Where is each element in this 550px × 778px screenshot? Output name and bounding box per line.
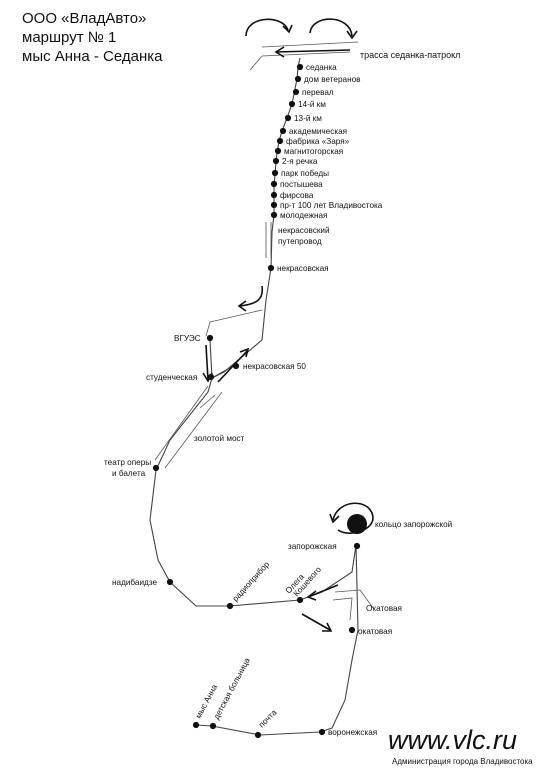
label-magnitogorskaya: магнитогорская (284, 147, 343, 156)
label-overpass-2: путепровод (278, 237, 322, 246)
stop-molodezhnaya (270, 211, 278, 219)
okatovaya-road-1 (334, 589, 374, 609)
label-molodezhnaya: молодежная (280, 211, 327, 220)
stop-okatovaya (348, 626, 356, 634)
stop-pereval (292, 88, 300, 96)
bridge-line-2 (164, 391, 223, 469)
roads (154, 41, 374, 621)
label-zaporozhskaya: запорожская (288, 542, 337, 551)
label-firsova: фирсова (280, 191, 314, 200)
label-akademicheskaya: академическая (289, 127, 347, 136)
loop-arrow-left-head (282, 24, 293, 34)
stop-studencheskaya (207, 373, 215, 381)
route-branch-vgues (209, 339, 213, 379)
label-radiopribor: радиоприбор (231, 560, 272, 604)
olega-arrow (307, 584, 339, 598)
koltso-loop-arrow (332, 502, 374, 534)
stop-nadibaidze (166, 578, 174, 586)
okatovaya-road-2 (332, 597, 353, 621)
highway-direction-head (274, 46, 285, 58)
nekr50-up-head (239, 347, 250, 358)
route-direction: мыс Анна - Седанка (22, 48, 163, 65)
nekrasovskaya-turn-arrow (239, 285, 264, 307)
stop-mys-anna (192, 721, 200, 729)
label-zolotoy-most: золотой мост (194, 434, 245, 443)
bridge-end (199, 394, 216, 409)
label-pochta: почта (257, 708, 279, 730)
label-sedanka: седанка (306, 63, 337, 72)
company-name: ООО «ВладАвто» (22, 10, 147, 27)
watermark-site: www.vlc.ru (388, 725, 517, 755)
label-postysheva: постышева (280, 180, 323, 189)
route-line (149, 57, 359, 736)
stop-pochta (254, 731, 262, 739)
loop-arrow-right-head (346, 30, 358, 40)
stop-radiopribor (226, 602, 234, 610)
vgues-down-arrow (205, 344, 209, 381)
label-teatr-2: и балета (112, 469, 146, 478)
labels: трасса седанка-патрокл седанка дом ветер… (104, 50, 460, 737)
label-13km: 13-й км (294, 114, 322, 123)
stop-sedanka (296, 63, 304, 71)
route-number: маршрут № 1 (22, 29, 117, 46)
watermark-caption: Администрация города Владивостока (392, 757, 533, 766)
highway-line-lower (261, 51, 351, 57)
loop-arrow-left (245, 18, 289, 37)
label-vgues: ВГУЭС (174, 334, 201, 343)
stop-park-pobedy (271, 169, 279, 177)
stop-zaporozhskaya (353, 542, 361, 550)
highway-direction-arrow (275, 49, 351, 53)
label-overpass-1: некрасовский (278, 226, 330, 235)
label-dom-veteranov: дом ветеранов (304, 75, 361, 84)
stop-nekrasovskaya50 (232, 362, 240, 370)
stop-detskaya (209, 722, 217, 730)
label-okatovaya-road: Окатовая (366, 604, 402, 613)
label-fabrika: фабрика «Заря» (286, 137, 350, 146)
stop-rechka2 (272, 157, 280, 165)
stop-dom-veteranov (294, 75, 302, 83)
label-nekrasovskaya: некрасовская (277, 264, 329, 273)
stop-vgues (206, 334, 214, 342)
label-okatovaya: окатовая (358, 627, 392, 636)
stop-fabrika (276, 137, 284, 145)
stop-akademicheskaya (279, 127, 287, 135)
direction-arrows (202, 18, 374, 632)
stop-13km (284, 114, 292, 122)
bridge-line-1 (154, 385, 209, 461)
stop-teatr (152, 464, 160, 472)
stop-nekrasovskaya (267, 264, 275, 272)
label-pereval: перевал (302, 88, 334, 97)
olega-arrow-head (306, 590, 317, 601)
label-rechka2: 2-я речка (282, 157, 318, 166)
label-park-pobedy: парк победы (281, 169, 329, 178)
label-koltso: кольцо запорожской (375, 520, 452, 529)
highway-branch (249, 55, 263, 71)
highway-line-upper (261, 41, 359, 48)
vgues-road-1 (209, 309, 263, 323)
koltso-loop-head (329, 513, 340, 524)
vgues-road-2 (205, 321, 211, 337)
loop-arrow-right (309, 18, 353, 37)
koltso-marker (347, 514, 367, 534)
stop-14km (288, 100, 296, 108)
label-teatr-1: театр оперы (104, 458, 151, 467)
stop-postysheva (270, 180, 278, 188)
label-nekrasovskaya50: некрасовская 50 (243, 362, 306, 371)
stop-voronezhskaya (318, 728, 326, 736)
label-voronezhskaya: воронежская (328, 728, 377, 737)
stop-magnitogorskaya (274, 147, 282, 155)
label-nadibaidze: надибаидзе (112, 578, 157, 587)
okatovaya-arrow (301, 613, 331, 631)
stop-olega (296, 596, 304, 604)
label-pr100: пр-т 100 лет Владивостока (280, 201, 383, 210)
stop-pr100 (270, 201, 278, 209)
label-14km: 14-й км (298, 100, 326, 109)
stop-firsova (270, 191, 278, 199)
nekrasovskaya-turn-head (237, 300, 247, 312)
okatovaya-arrow-head (322, 622, 333, 632)
label-studencheskaya: студенческая (146, 373, 197, 382)
label-highway: трасса седанка-патрокл (360, 50, 460, 60)
stops (152, 63, 367, 739)
